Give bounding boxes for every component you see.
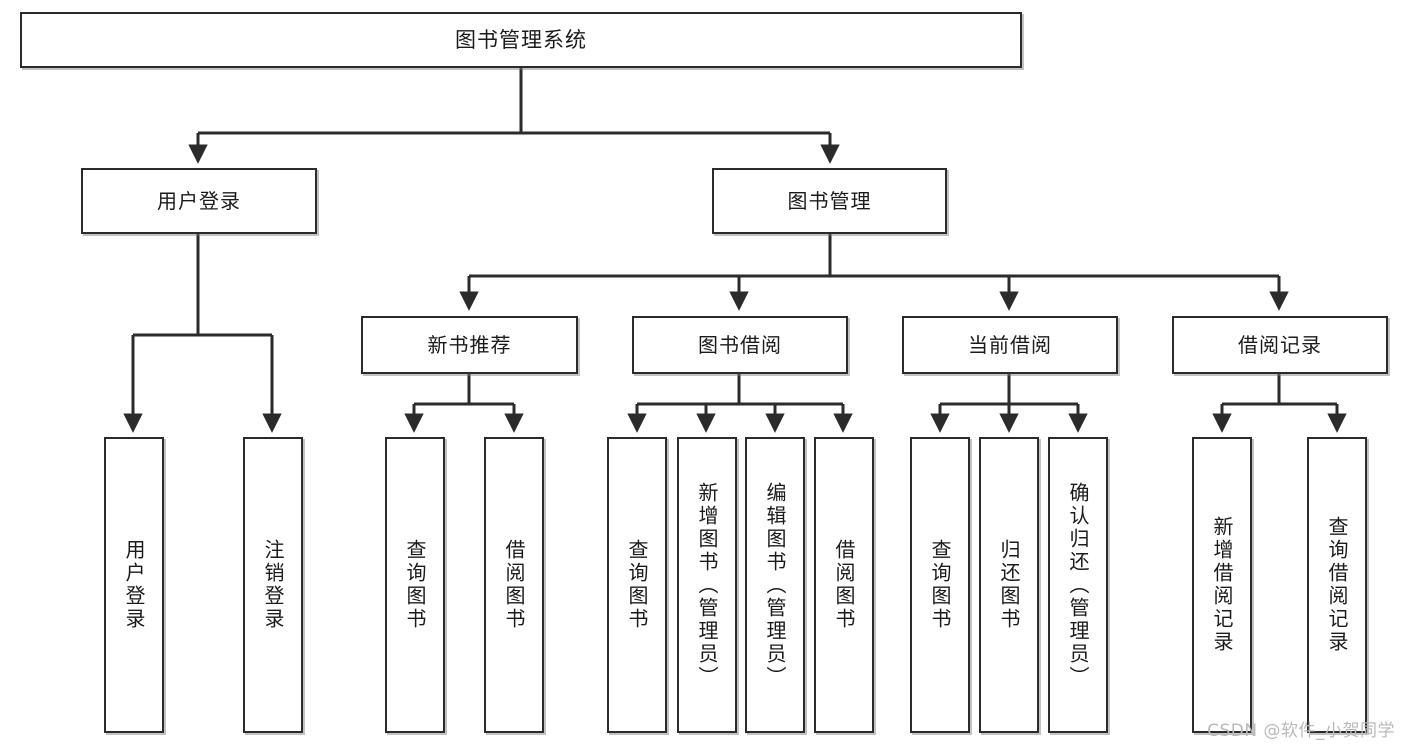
leaf-borrow-book-newbook[interactable]: 借阅图书: [484, 437, 544, 733]
node-label: 查询图书: [625, 539, 649, 631]
leaf-user-logout[interactable]: 注销登录: [243, 437, 303, 733]
node-label: 查询图书: [403, 539, 427, 631]
node-label: 确认归还（管理员）: [1066, 481, 1090, 689]
leaf-confirm-return-admin[interactable]: 确认归还（管理员）: [1048, 437, 1108, 733]
leaf-add-borrow-record[interactable]: 新增借阅记录: [1192, 437, 1252, 733]
node-label: 编辑图书（管理员）: [763, 481, 787, 689]
leaf-query-book-newbook[interactable]: 查询图书: [385, 437, 445, 733]
node-label: 图书管理: [787, 188, 872, 213]
node-label: 查询图书: [928, 539, 952, 631]
node-label: 图书借阅: [698, 332, 782, 357]
node-label: 用户登录: [157, 188, 241, 213]
node-label: 图书管理系统: [455, 27, 587, 52]
node-label: 新书推荐: [427, 332, 512, 357]
leaf-query-book-current[interactable]: 查询图书: [910, 437, 970, 733]
node-label: 借阅记录: [1238, 332, 1322, 357]
node-book-management[interactable]: 图书管理: [712, 168, 947, 234]
node-new-book-recommend[interactable]: 新书推荐: [361, 316, 578, 374]
node-label: 用户登录: [122, 539, 146, 631]
node-label: 新增借阅记录: [1210, 516, 1234, 654]
node-root-system[interactable]: 图书管理系统: [20, 12, 1022, 68]
watermark-text: CSDN @软件_小贺同学: [1207, 721, 1395, 741]
leaf-return-book[interactable]: 归还图书: [979, 437, 1039, 733]
node-user-login[interactable]: 用户登录: [81, 168, 317, 234]
node-label: 归还图书: [997, 539, 1021, 631]
node-label: 注销登录: [261, 539, 285, 631]
node-label: 当前借阅: [968, 332, 1052, 357]
leaf-borrow-book[interactable]: 借阅图书: [814, 437, 874, 733]
node-label: 借阅图书: [502, 539, 526, 631]
leaf-edit-book-admin[interactable]: 编辑图书（管理员）: [745, 437, 805, 733]
leaf-add-book-admin[interactable]: 新增图书（管理员）: [677, 437, 737, 733]
node-label: 借阅图书: [832, 539, 856, 631]
node-current-borrow[interactable]: 当前借阅: [902, 316, 1118, 374]
node-borrow-record[interactable]: 借阅记录: [1172, 316, 1388, 374]
leaf-query-borrow-record[interactable]: 查询借阅记录: [1307, 437, 1367, 733]
node-label: 新增图书（管理员）: [695, 481, 719, 689]
node-label: 查询借阅记录: [1325, 516, 1349, 654]
leaf-query-book-borrow[interactable]: 查询图书: [607, 437, 667, 733]
leaf-user-login[interactable]: 用户登录: [104, 437, 164, 733]
node-book-borrow[interactable]: 图书借阅: [632, 316, 848, 374]
